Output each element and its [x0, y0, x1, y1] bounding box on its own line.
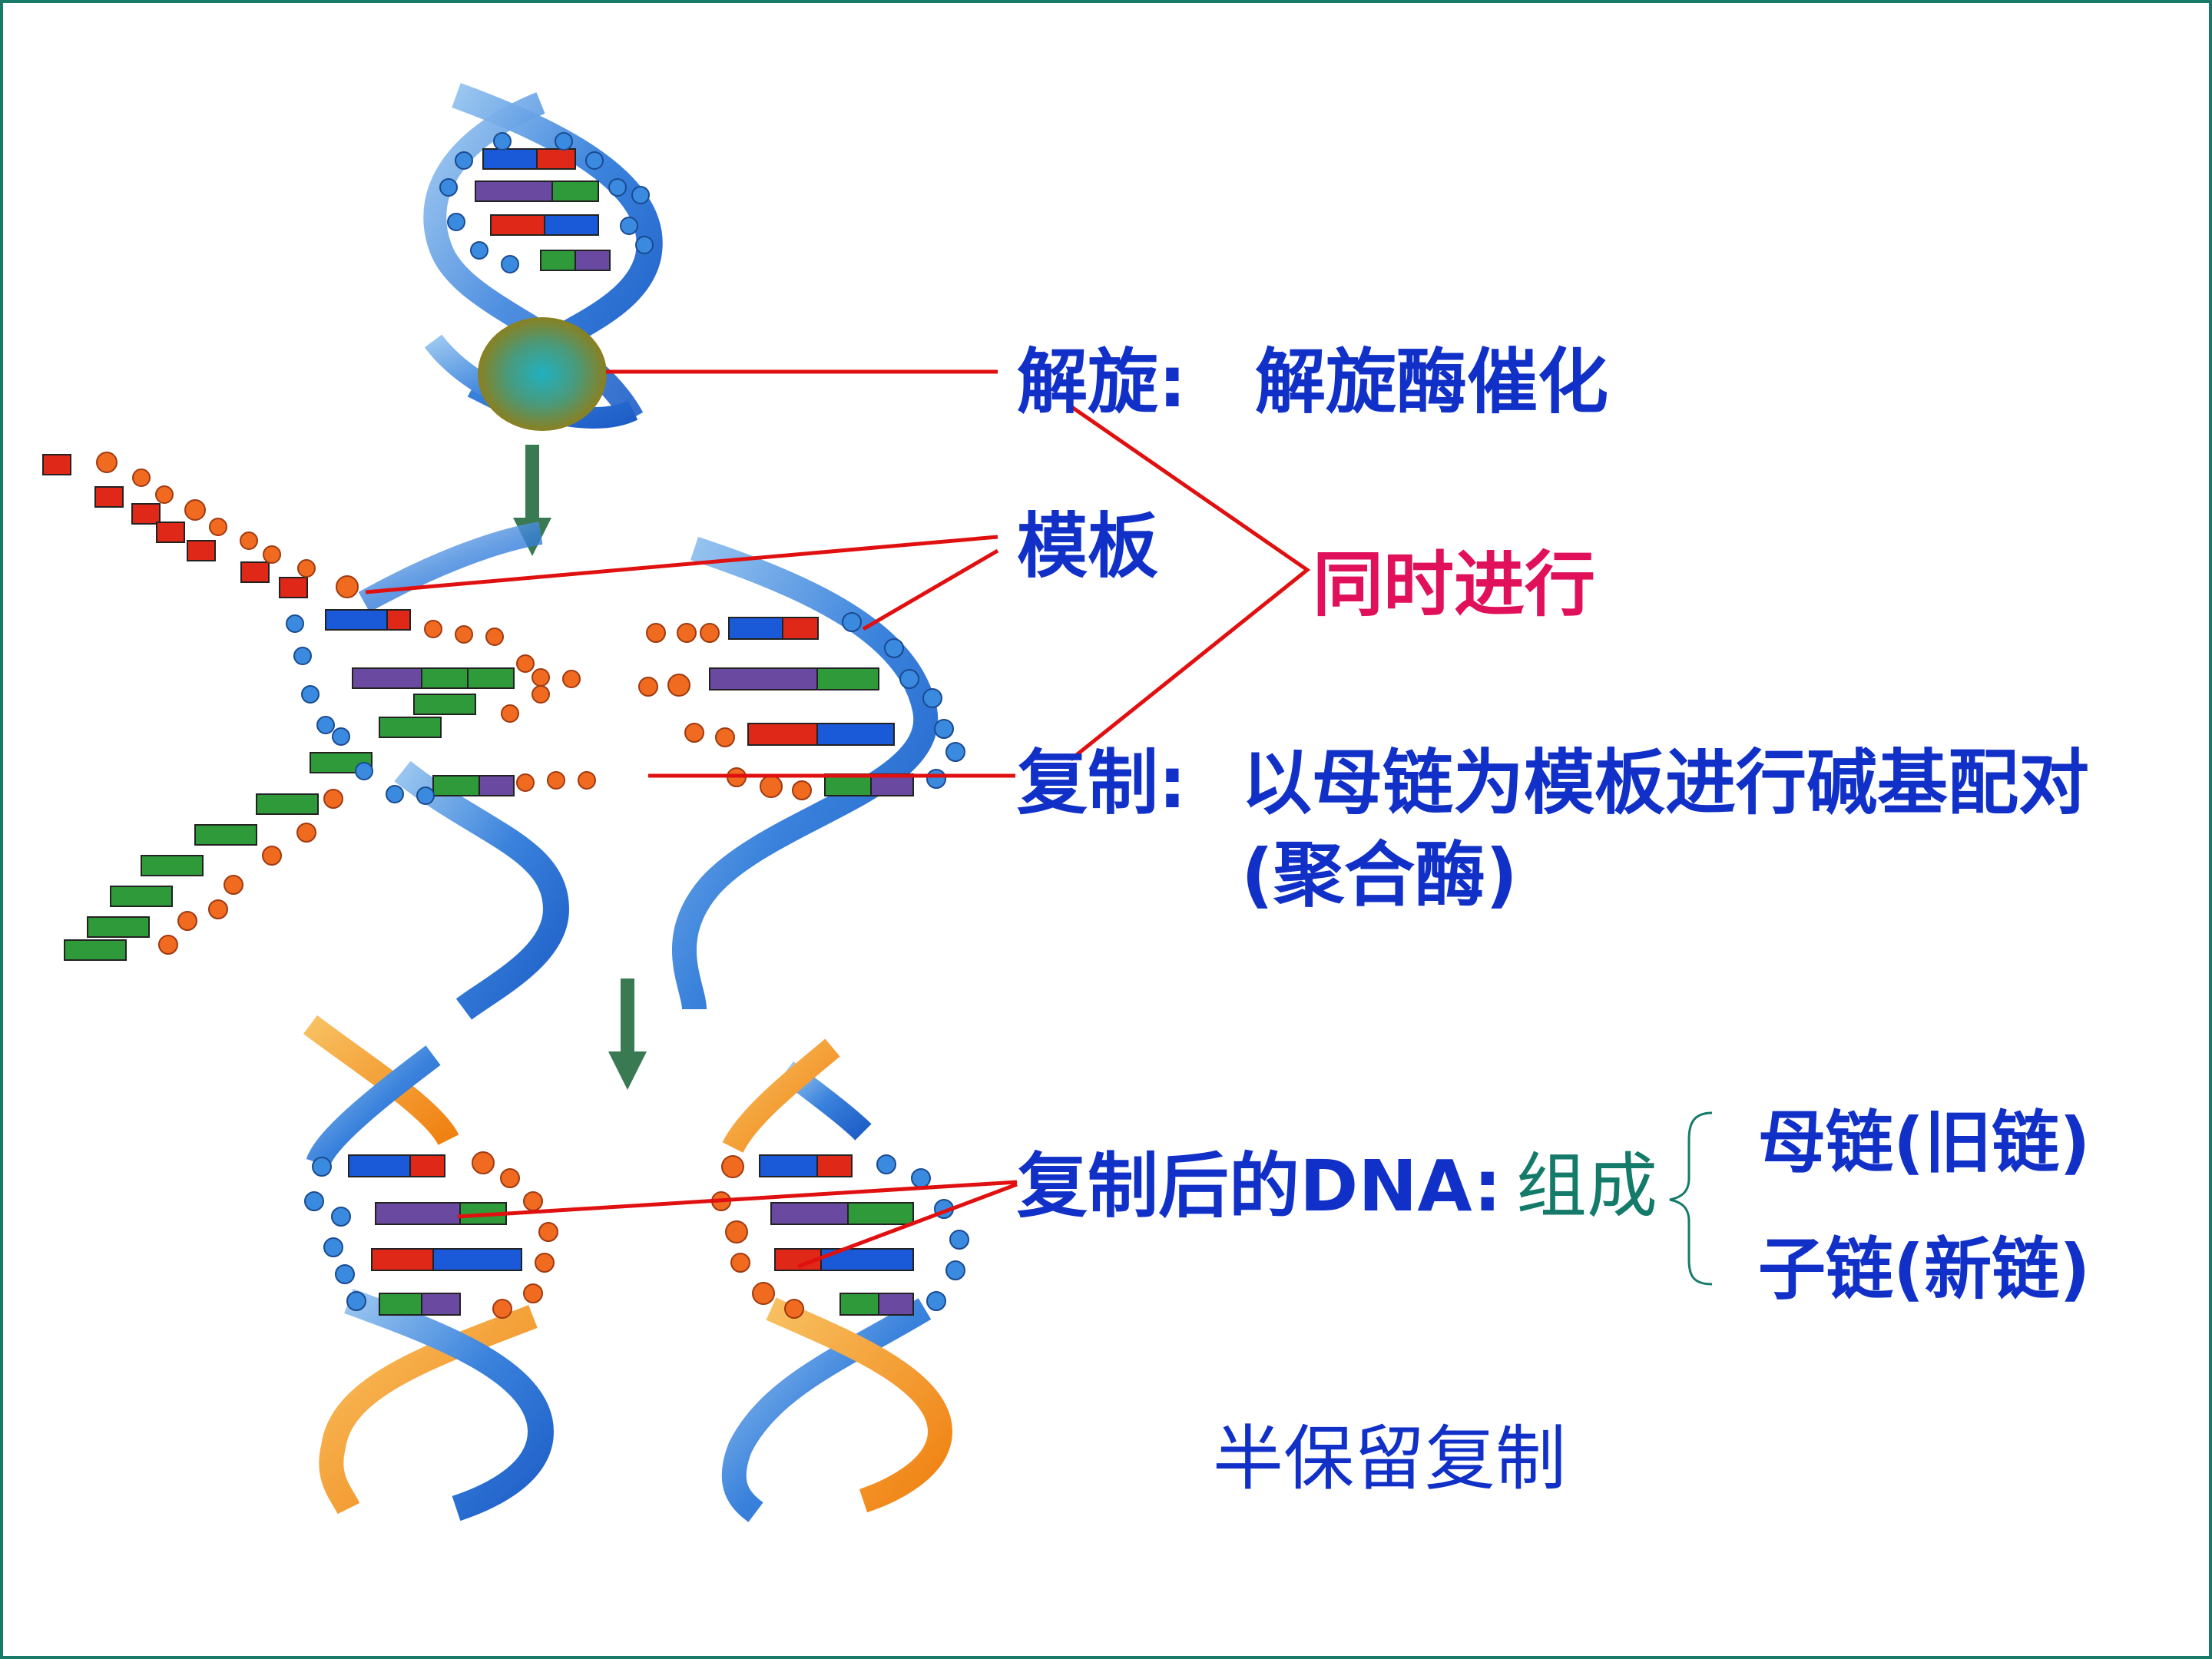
label-after-dna: 复制后的DNA:: [1017, 1145, 1502, 1227]
label-replicate: 复制:: [1017, 742, 1187, 824]
daughter-helix-left: [303, 1015, 558, 1522]
replication-fork: [42, 452, 965, 1020]
daughter-helix-right: [711, 1038, 969, 1522]
fork-left-backbone-blue: [286, 614, 435, 805]
new-strand-lower-left: [64, 793, 319, 961]
label-template: 模板: [1017, 505, 1159, 588]
dna-replication-illustration: [42, 83, 1713, 1522]
new-strand-lower-left-backbone: [158, 789, 343, 955]
parent-base-pairs: [475, 148, 611, 271]
helicase-enzyme-icon: [478, 317, 607, 431]
label-replicate-desc: 以母链为模板进行碱基配对: [1241, 742, 2090, 824]
label-daughter-strand: 子链(新链): [1758, 1230, 2091, 1309]
label-polymerase: (聚合酶): [1241, 834, 1518, 916]
fork-right-base-pairs: [709, 617, 914, 796]
label-unwind: 解旋:: [1017, 341, 1187, 423]
label-unwind-enzyme: 解旋酶催化: [1255, 341, 1609, 423]
pointer-template-right: [862, 548, 999, 631]
new-strand-upper-left: [42, 454, 308, 598]
parent-backbone: [439, 132, 654, 273]
pointer-simultaneous: [1069, 404, 1311, 761]
fork-right-backbone-orange: [638, 623, 812, 800]
label-parent-strand: 母链(旧链): [1758, 1103, 2091, 1182]
brace-icon: [1669, 1111, 1713, 1286]
label-composition: 组成: [1516, 1145, 1658, 1227]
process-arrow-icon: [608, 979, 647, 1090]
pointer-lines: [365, 369, 1311, 1269]
label-simultaneous: 同时进行: [1313, 544, 1596, 626]
pointer-after-left: [457, 1180, 1018, 1219]
fork-left-backbone-orange: [424, 620, 596, 792]
label-conclusion: 半保留复制: [1213, 1418, 1567, 1500]
pointer-after-right: [797, 1182, 1018, 1269]
new-strand-upper-left-backbone: [96, 452, 359, 598]
pointer-template-left: [365, 535, 998, 594]
